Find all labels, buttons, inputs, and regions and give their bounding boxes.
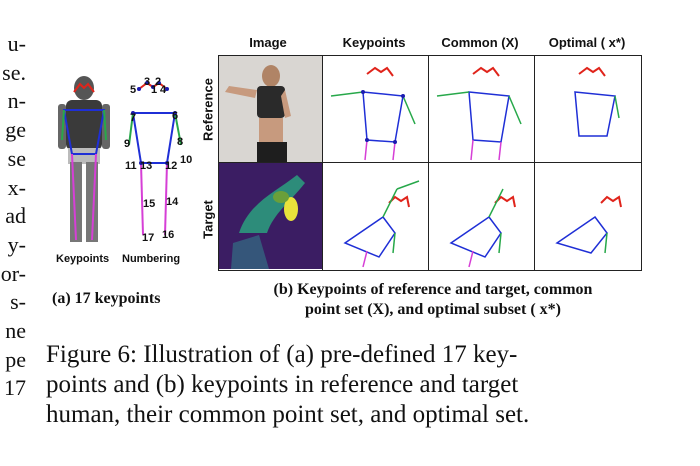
keypoint-label: 10 [180, 154, 193, 166]
keypoint-label: 16 [162, 229, 175, 241]
keypoint-label: 17 [142, 232, 155, 244]
keypoint-numbering-figure [128, 81, 182, 236]
text-fragment: or- [0, 260, 26, 286]
text-fragment: pe [5, 346, 26, 372]
reference-optimal-skeleton [574, 66, 620, 137]
text-fragment: ne [5, 318, 26, 344]
keypoint-label: 8 [177, 136, 184, 148]
panel-a-caption: (a) 17 keypoints [52, 290, 161, 307]
text-fragment: x- [7, 174, 26, 200]
figure-caption-line3: human, their common point set, and optim… [46, 401, 530, 428]
panel-b-caption-line1: (b) Keypoints of reference and target, c… [273, 281, 593, 298]
keypoint-label: 13 [140, 160, 153, 172]
text-fragment: ad [5, 203, 26, 229]
grid-divider [534, 55, 535, 271]
reference-common-skeleton [436, 66, 522, 161]
col-header-image: Image [249, 35, 287, 50]
keypoint-label: 6 [172, 110, 179, 122]
col-header-common: Common (X) [441, 35, 519, 50]
text-fragment: y- [7, 231, 26, 257]
target-image [219, 163, 322, 269]
target-optimal-skeleton [555, 195, 622, 254]
text-fragment: se [7, 145, 26, 171]
text-fragment: s- [10, 289, 26, 315]
target-common-skeleton [449, 188, 516, 268]
keypoint-label: 2 [155, 76, 162, 88]
text-fragment: u- [7, 31, 26, 56]
reference-keypoints-skeleton [330, 66, 416, 161]
keypoint-label: 14 [166, 196, 179, 208]
row-header-reference: Reference [200, 78, 216, 141]
grid-divider [322, 55, 323, 271]
panel-b-caption: (b) Keypoints of reference and target, c… [218, 280, 648, 320]
left-text-column: u- se. n- ge se x- ad y- or- s- ne pe 17 [0, 30, 26, 403]
person-keypoints-figure [58, 76, 110, 242]
keypoint-label: 7 [130, 112, 137, 124]
col-header-keypoints: Keypoints [342, 35, 406, 50]
reference-photo [219, 56, 322, 162]
keypoint-label: 15 [143, 198, 156, 210]
keypoint-label: 12 [165, 160, 178, 172]
keypoints-label: Keypoints [56, 253, 110, 265]
figure-caption-line1: Figure 6: Illustration of (a) pre-define… [46, 341, 518, 368]
keypoint-label: 9 [124, 138, 131, 150]
keypoint-label: 3 [144, 76, 151, 88]
grid-divider [428, 55, 429, 271]
row-header-target: Target [200, 200, 216, 239]
keypoint-label: 5 [130, 84, 137, 96]
target-keypoints-skeleton [343, 180, 420, 268]
grid-divider [218, 162, 642, 163]
keypoint-grid [218, 55, 642, 271]
keypoint-label: 1 [151, 84, 158, 96]
keypoint-label: 11 [125, 160, 137, 172]
text-fragment: n- [7, 88, 26, 114]
panel-b-caption-line2: point set (X), and optimal subset ( x*) [304, 301, 561, 318]
figure-caption-line2: points and (b) keypoints in reference an… [46, 371, 519, 398]
keypoint-label: 4 [160, 84, 167, 96]
text-fragment: se. [2, 59, 26, 85]
text-fragment: 17 [4, 375, 26, 401]
numbering-label: Numbering [122, 253, 181, 265]
figure-caption: Figure 6: Illustration of (a) pre-define… [46, 340, 696, 430]
text-fragment: ge [5, 117, 26, 143]
col-header-optimal: Optimal ( x*) [548, 35, 626, 50]
